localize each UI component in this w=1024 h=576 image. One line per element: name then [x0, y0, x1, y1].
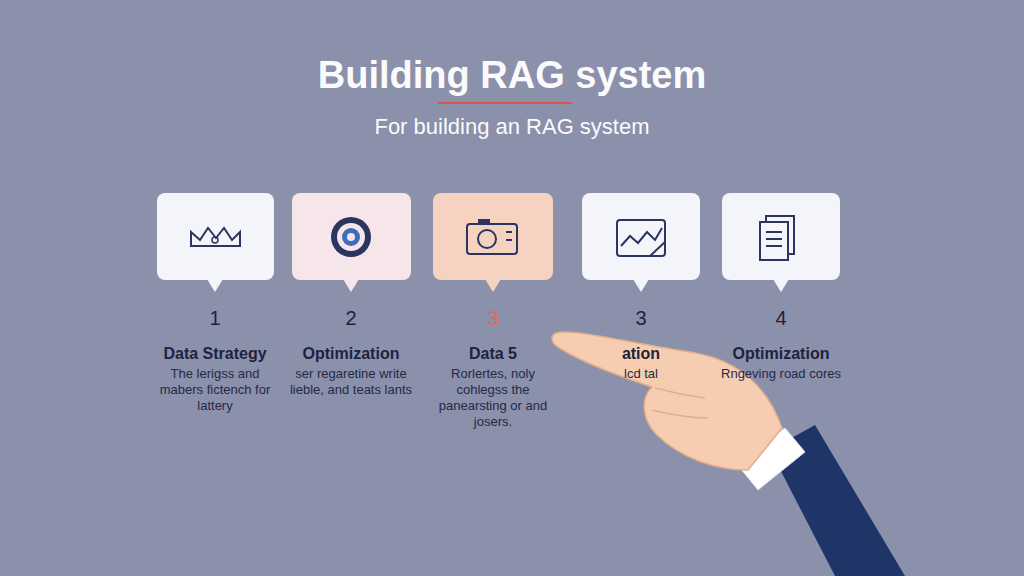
- title-underline: [438, 102, 572, 104]
- step-description: ser regaretine write lieble, and teats l…: [287, 366, 415, 398]
- step-number: 2: [281, 306, 421, 330]
- step-number: 4: [711, 306, 851, 330]
- step-title: Optimization: [711, 344, 851, 364]
- bubble-3: [433, 193, 553, 292]
- step-description: The lerigss and mabers fictench for latt…: [151, 366, 279, 414]
- bubble-1: [157, 193, 274, 292]
- step-title: Optimization: [281, 344, 421, 364]
- subtitle: For building an RAG system: [0, 113, 1024, 141]
- pointing-hand: [552, 332, 905, 576]
- step-title: ation: [571, 344, 711, 364]
- step-card: 1Data StrategyThe lerigss and mabers fic…: [145, 306, 285, 414]
- page-title: Building RAG system: [0, 52, 1024, 98]
- step-card: 4OptimizationRngeving road cores: [711, 306, 851, 382]
- step-title: Data 5: [423, 344, 563, 364]
- bubble-2: [292, 193, 411, 292]
- step-description: Rngeving road cores: [717, 366, 845, 382]
- bubble-5: [722, 193, 840, 292]
- bubble-4: [582, 193, 700, 292]
- step-number: 1: [145, 306, 285, 330]
- step-number: 3: [423, 306, 563, 330]
- step-card: 3Data 5Rorlertes, noly cohlegss the pane…: [423, 306, 563, 430]
- step-description: lcd tal: [577, 366, 705, 382]
- step-number: 3: [571, 306, 711, 330]
- step-description: Rorlertes, noly cohlegss the panearsting…: [429, 366, 557, 430]
- step-card: 2Optimizationser regaretine write lieble…: [281, 306, 421, 398]
- step-card: 3 ation lcd tal: [571, 306, 711, 382]
- step-title: Data Strategy: [145, 344, 285, 364]
